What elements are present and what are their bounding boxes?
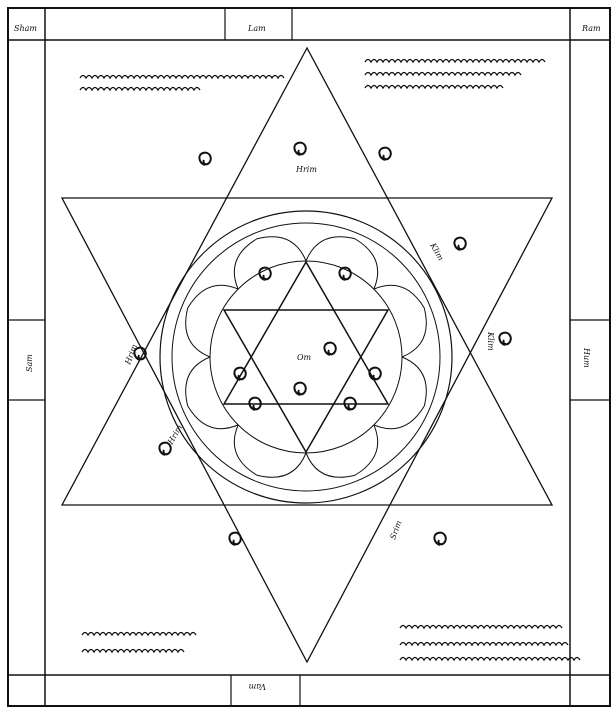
label-left-middle: Sam	[25, 354, 34, 372]
outer-downward-triangle	[60, 197, 554, 664]
script-line	[399, 641, 569, 647]
bija-glyph	[378, 146, 392, 161]
bija-glyph	[133, 346, 147, 361]
bija-glyph	[293, 141, 307, 156]
inner-downward-triangle	[222, 309, 390, 454]
script-line	[364, 71, 522, 77]
inner-upward-triangle	[222, 260, 390, 405]
label-top-center: Lam	[247, 24, 266, 33]
bija-glyph	[433, 531, 447, 546]
letter-ring-circle	[171, 222, 441, 492]
bija-glyph	[453, 236, 467, 251]
lotus-petal	[305, 236, 379, 290]
lotus-petal	[233, 424, 307, 478]
label-top-left: Sham	[14, 24, 37, 33]
script-line	[399, 624, 563, 630]
bija-glyph	[498, 331, 512, 346]
bija-glyph	[338, 266, 352, 281]
script-line	[79, 86, 201, 92]
script-line	[399, 656, 581, 662]
outer-upward-triangle	[60, 46, 554, 506]
bija-label-top: Hrim	[295, 165, 317, 174]
script-line	[364, 58, 546, 64]
bija-glyph	[368, 366, 382, 381]
bija-glyph	[158, 441, 172, 456]
lotus-petals	[185, 236, 427, 478]
label-right-middle: Hum	[582, 347, 591, 368]
bija-glyph	[293, 381, 307, 396]
lotus-petal	[185, 284, 239, 358]
bija-label-lower-right: Srim	[388, 519, 403, 541]
bija-glyph	[323, 341, 337, 356]
label-top-right: Ram	[581, 24, 601, 33]
lotus-petal	[373, 284, 427, 358]
bija-glyph	[343, 396, 357, 411]
outer-circle	[159, 210, 453, 504]
bija-glyph	[258, 266, 272, 281]
lotus-petal	[185, 356, 239, 430]
bija-label-upper-right: Klim	[428, 241, 446, 263]
bija-glyph	[228, 531, 242, 546]
script-line	[81, 631, 197, 637]
bija-glyph	[248, 396, 262, 411]
lotus-petal	[305, 424, 379, 478]
bija-label-left: Hrim	[123, 343, 139, 367]
outer-frame	[7, 7, 611, 707]
script-glyphs	[79, 58, 581, 662]
script-line	[81, 648, 185, 654]
bija-glyph	[198, 151, 212, 166]
bija-label-right: Klim	[486, 331, 495, 351]
center-label: Om	[297, 353, 312, 362]
lotus-petal	[373, 356, 427, 430]
script-line	[364, 84, 504, 90]
bija-glyph	[233, 366, 247, 381]
label-bottom-center: Vam	[248, 682, 266, 691]
lotus-petal	[233, 236, 307, 290]
script-line	[79, 74, 285, 80]
